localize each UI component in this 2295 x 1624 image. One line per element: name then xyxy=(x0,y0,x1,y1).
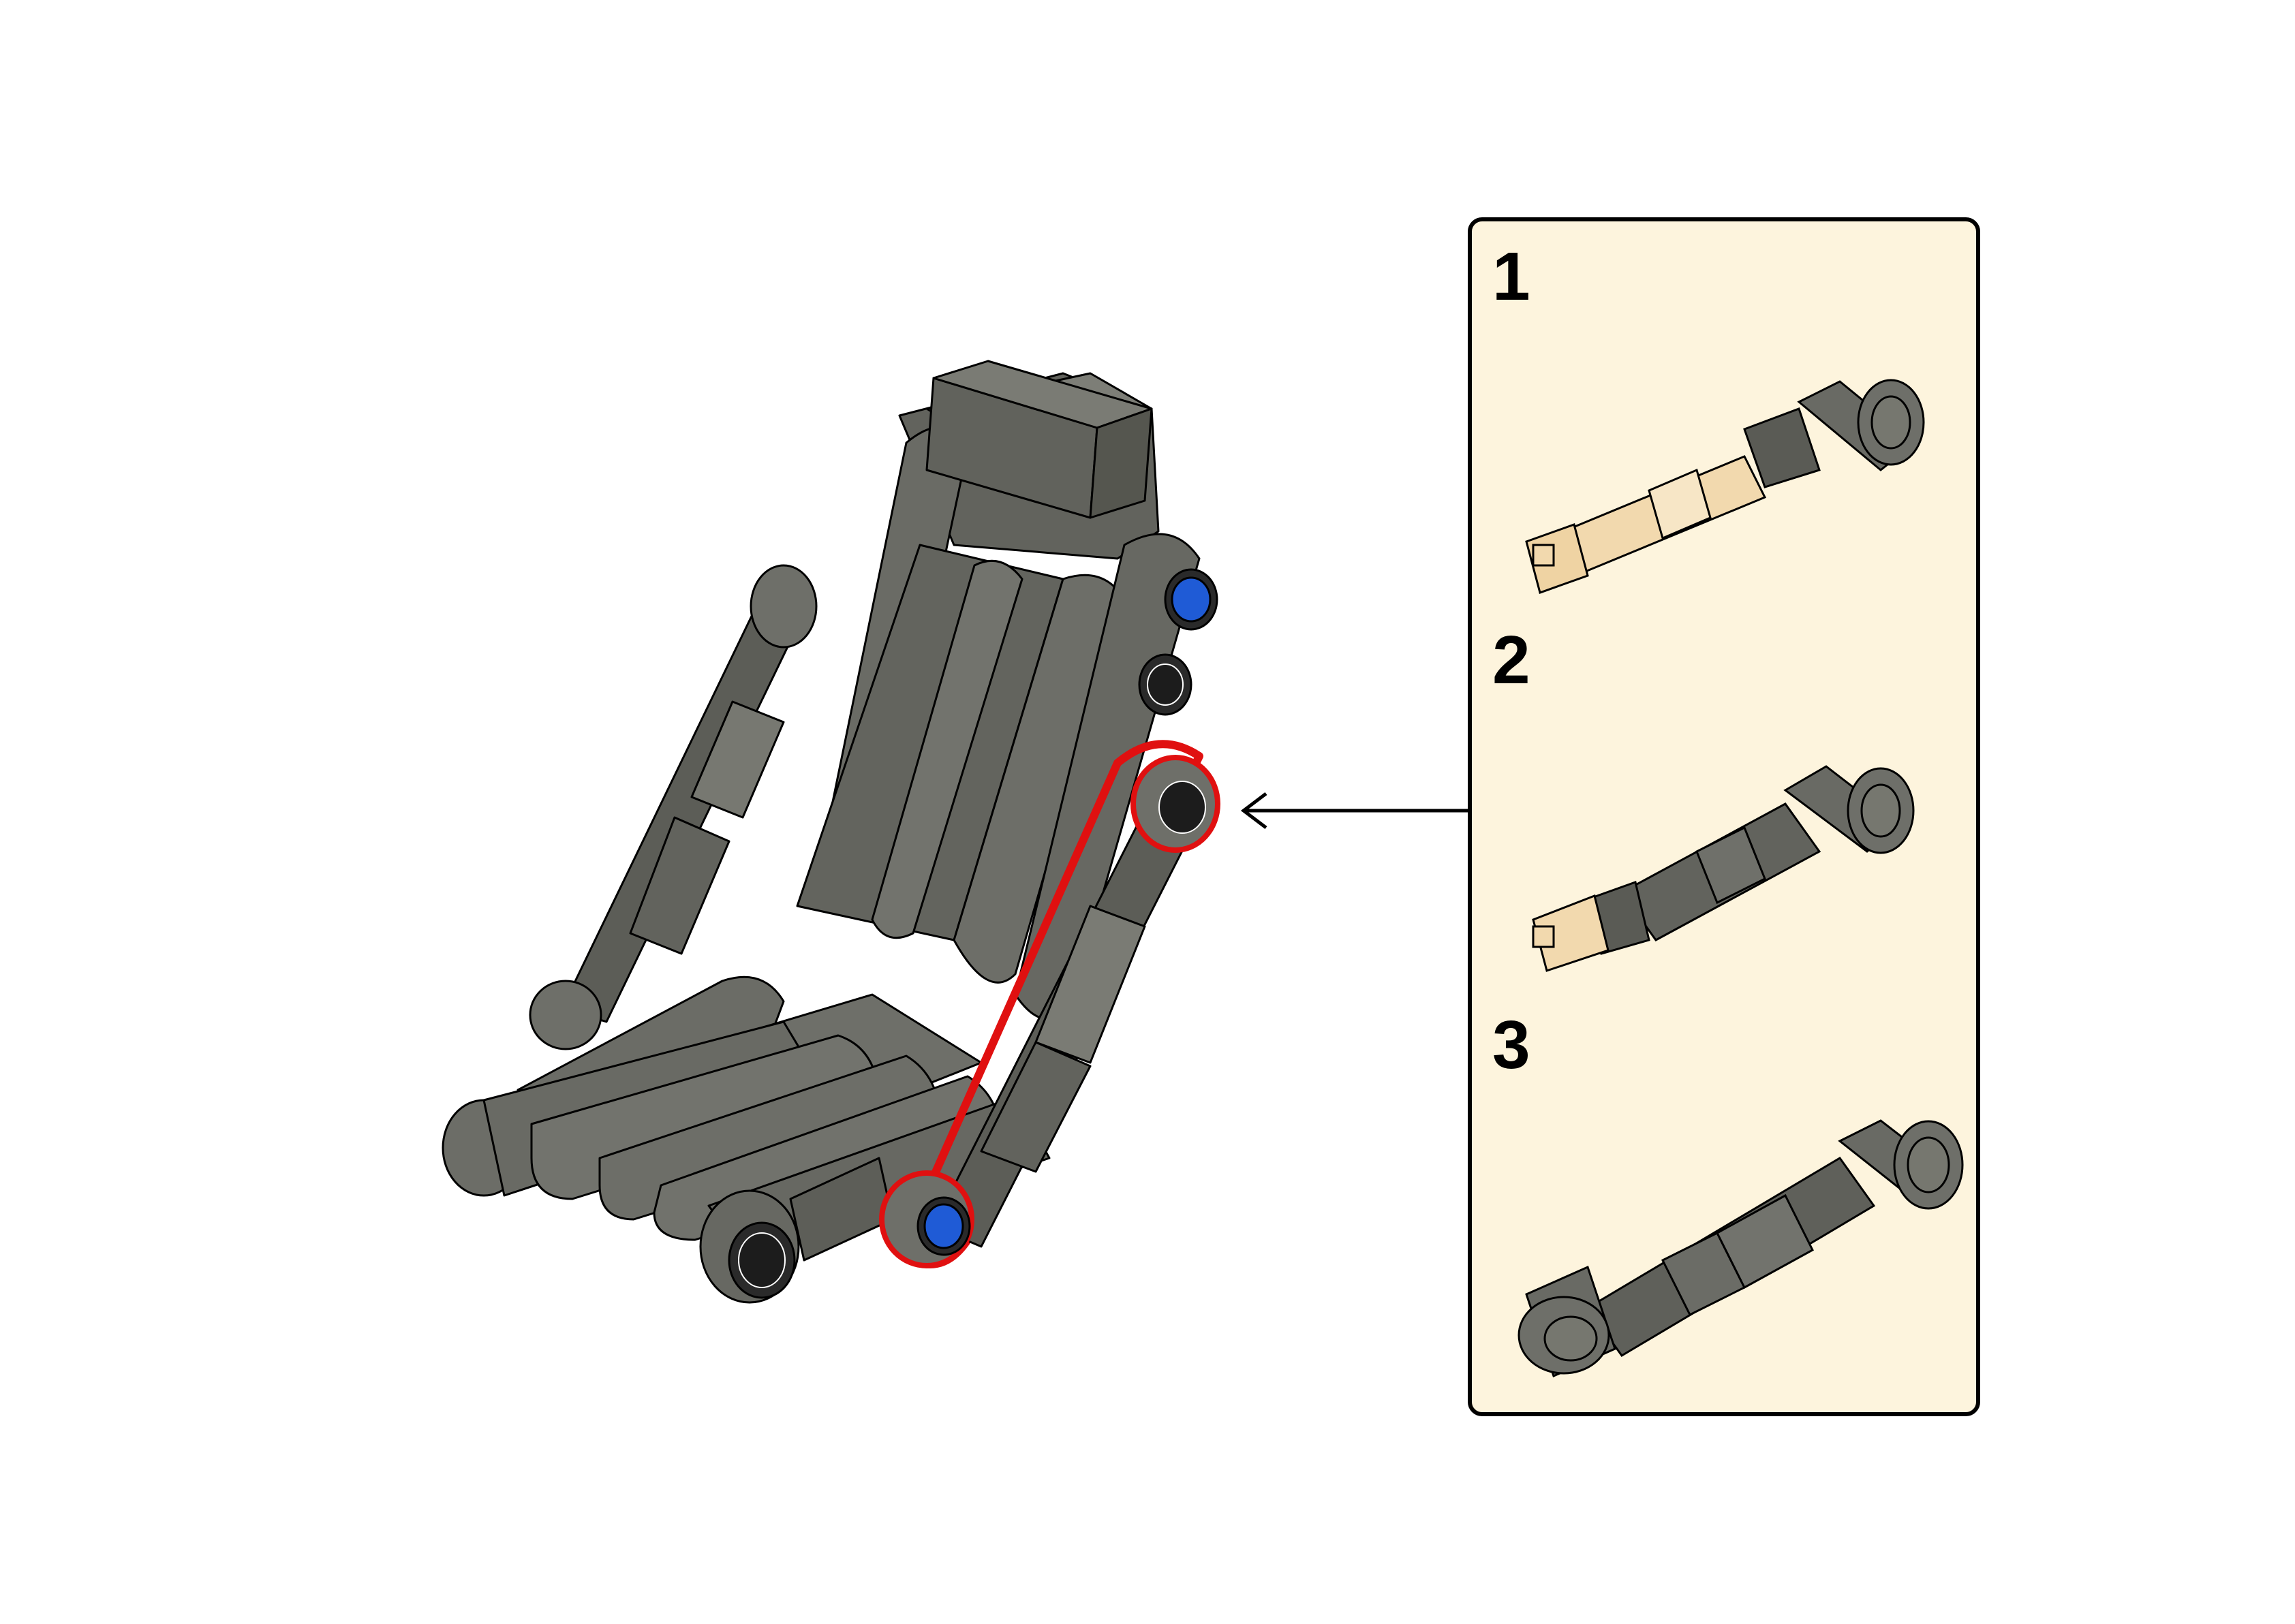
arrow-left-icon xyxy=(1240,792,1468,829)
left-shock-absorber xyxy=(529,564,818,1050)
sub-assembly-callout: 1 2 xyxy=(1468,217,1980,1416)
callout-step-1: 1 xyxy=(1492,238,1925,594)
shock-absorber-half-icon xyxy=(1532,765,1915,972)
seat-cushion xyxy=(442,975,1051,1304)
callout-step-2: 2 xyxy=(1492,622,1915,972)
step-number-1: 1 xyxy=(1492,238,1530,315)
shock-absorber-complete-icon xyxy=(1518,1119,1964,1378)
backrest xyxy=(796,360,1218,1020)
shock-absorber-extended-icon xyxy=(1525,379,1925,594)
callout-step-3: 3 xyxy=(1492,1007,1964,1378)
step-number-2: 2 xyxy=(1492,622,1530,698)
seat-model xyxy=(442,360,1220,1304)
new-shock-absorber-highlighted xyxy=(879,740,1220,1268)
step-number-3: 3 xyxy=(1492,1007,1530,1083)
